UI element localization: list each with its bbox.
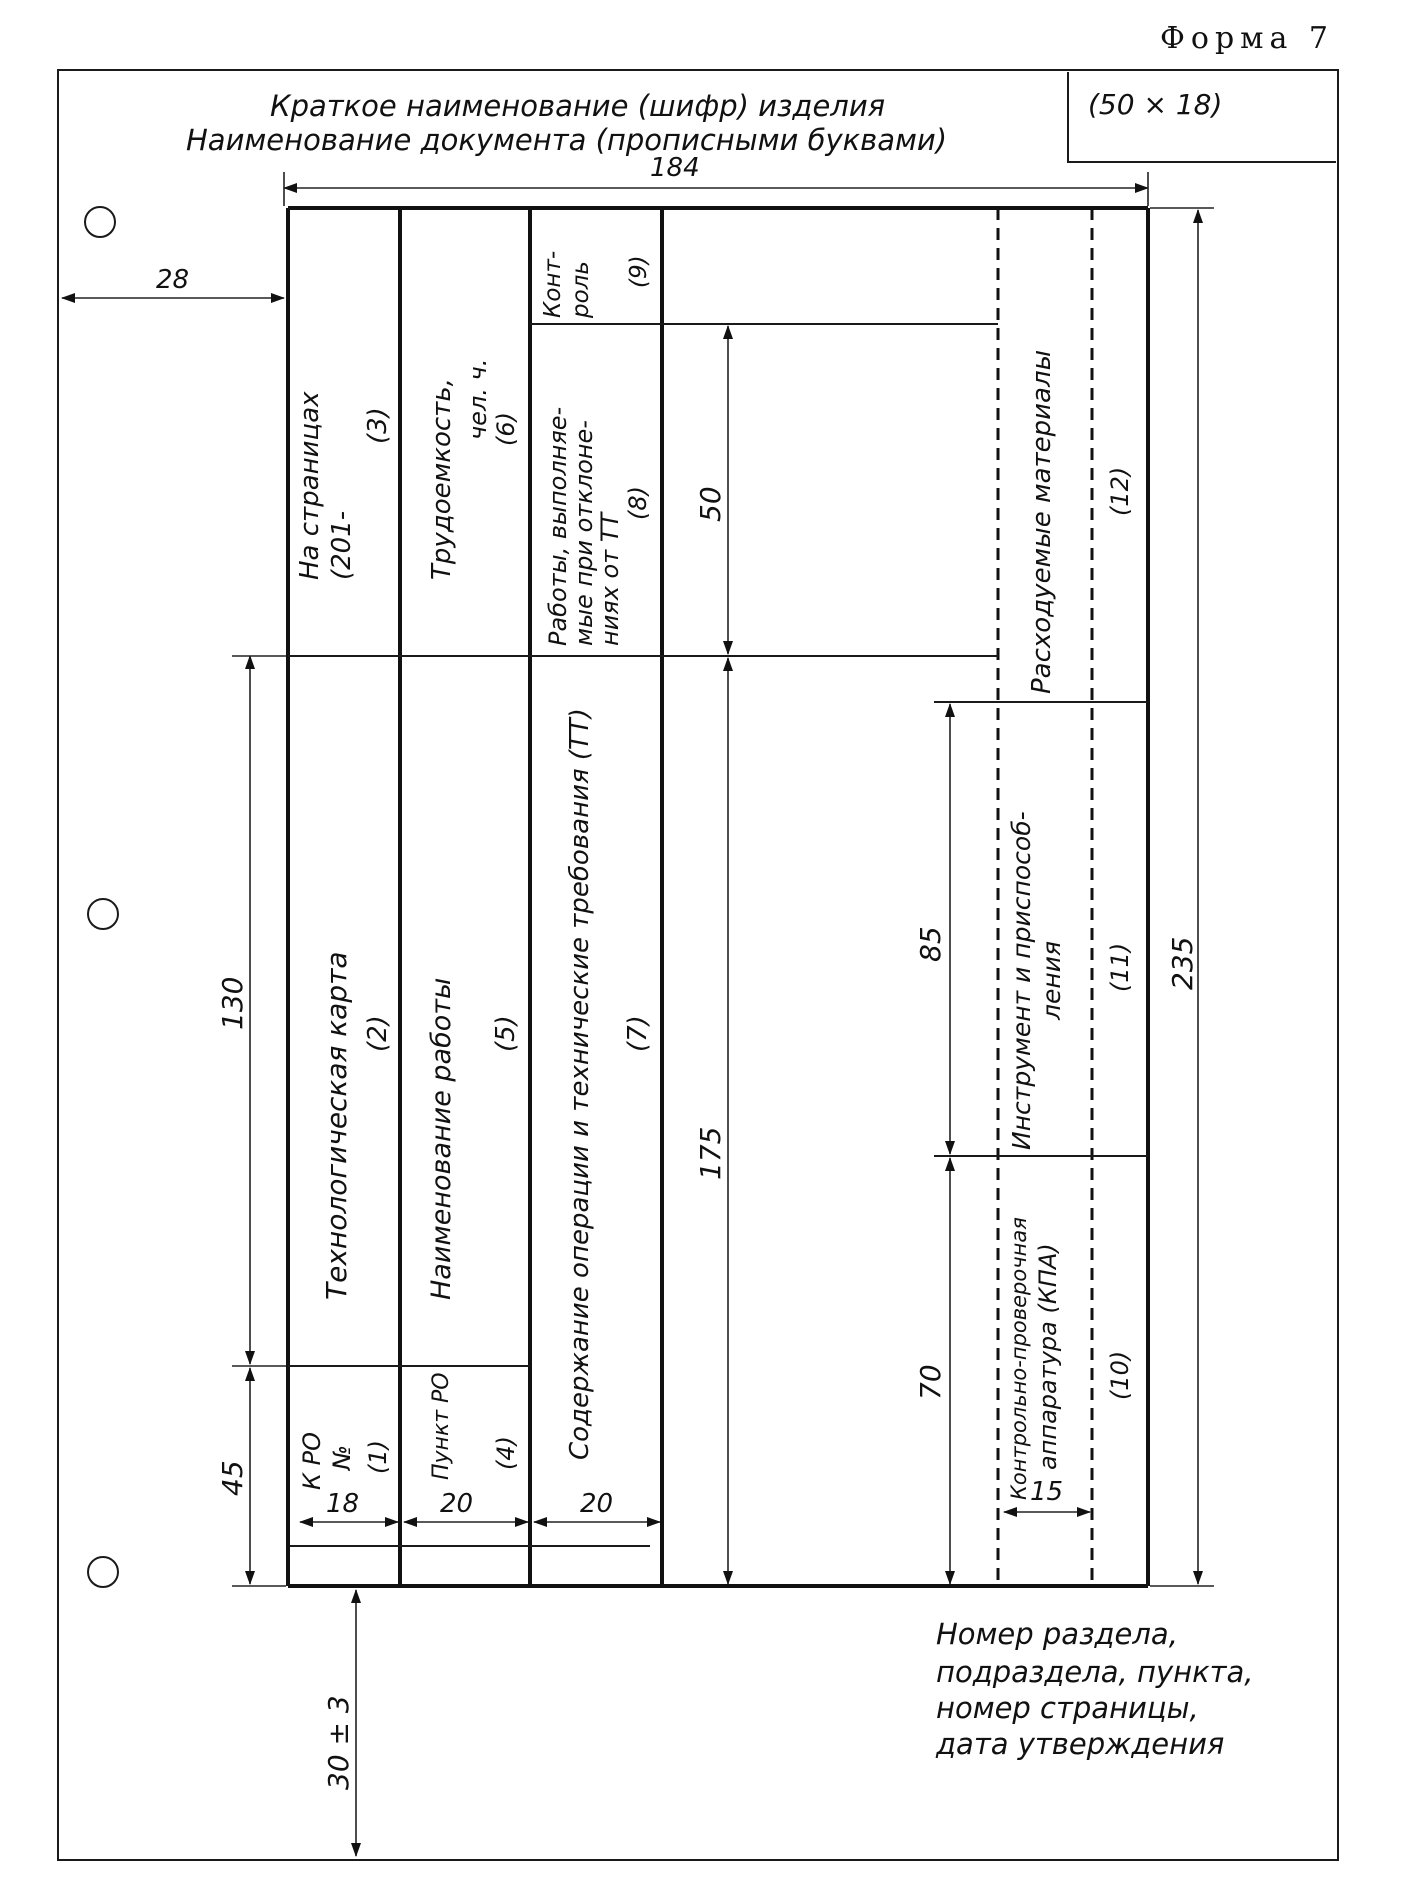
cell-6-title: Трудоемкость, [427, 378, 457, 580]
dim-w15-label: 15 [1030, 1477, 1063, 1507]
dim-h45-label: 45 [216, 1460, 249, 1496]
cell-5-title: Наименование работы [426, 978, 457, 1300]
form-label: Форма 7 [1160, 21, 1334, 56]
binding-hole [84, 206, 116, 238]
cell-11-line-2: ления [1037, 941, 1066, 1021]
cell-9-line-2: роль [568, 261, 594, 319]
footer-line-4: дата утверждения [935, 1727, 1224, 1761]
cell-7-index: (7) [623, 1015, 653, 1052]
dim-h50-label: 50 [694, 486, 727, 522]
cell-1-title: К РО [298, 1432, 326, 1490]
cell-8-index: (8) [624, 486, 652, 520]
cell-6-index: (6) [492, 412, 520, 446]
dim-bottom-margin-label: 30 ± 3 [322, 1695, 355, 1790]
cell-11-index: (11) [1106, 943, 1134, 992]
footer-line-3: номер страницы, [936, 1691, 1199, 1725]
dim-w20a-label: 20 [440, 1489, 473, 1519]
cell-1-index: (1) [364, 1440, 392, 1474]
dim-h70-label: 70 [914, 1364, 947, 1400]
cell-3-line: (201- [327, 511, 357, 580]
cell-8-line-3: ниях от ТТ [596, 510, 624, 646]
cell-10-line-2: аппаратура (КПА) [1034, 1243, 1062, 1470]
page-frame [57, 69, 1339, 1861]
cell-4-index: (4) [492, 1436, 520, 1470]
cell-6-unit: чел. ч. [464, 359, 492, 440]
cell-4-title: Пункт РО [429, 1372, 454, 1480]
dim-h235-label: 235 [1166, 937, 1199, 990]
stamp-box [1067, 72, 1336, 163]
header-line-2: Наименование документа (прописными буква… [186, 123, 947, 157]
cell-12-title: Расходуемые материалы [1027, 350, 1057, 694]
dim-w18-label: 18 [326, 1489, 359, 1519]
dim-h85-label: 85 [914, 926, 947, 962]
cell-12-index: (12) [1106, 467, 1134, 516]
cell-11-line-1: Инструмент и приспособ- [1007, 811, 1036, 1150]
footer-line-1: Номер раздела, [936, 1617, 1178, 1651]
cell-1-number: № [328, 1445, 356, 1472]
cell-2-index: (2) [363, 1015, 393, 1052]
cell-10-index: (10) [1106, 1351, 1134, 1400]
binding-hole [87, 1556, 119, 1588]
cell-9-line-1: Конт- [540, 251, 566, 318]
footer-line-2: подраздела, пункта, [936, 1655, 1253, 1689]
dim-h175-label: 175 [694, 1127, 727, 1180]
cell-5-index: (5) [491, 1015, 521, 1052]
dim-width-label: 184 [650, 153, 700, 183]
card-table [286, 206, 1150, 1588]
binding-hole [87, 898, 119, 930]
dim-left-margin-label: 28 [156, 265, 189, 295]
cell-8-line-1: Работы, выполняе- [544, 407, 572, 646]
cell-8-line-2: мые при отклоне- [570, 420, 598, 646]
dim-h130-label: 130 [216, 977, 249, 1030]
cell-2-title: Технологическая карта [320, 951, 353, 1300]
dim-w20b-label: 20 [580, 1489, 613, 1519]
cell-7-title: Содержание операции и технические требов… [565, 708, 595, 1460]
header-line-1: Краткое наименование (шифр) изделия [270, 89, 885, 123]
cell-9-index: (9) [626, 255, 652, 288]
cell-3-title: На страницах [295, 391, 325, 580]
stamp-size-label: (50 × 18) [1088, 88, 1222, 121]
cell-10-line-1: Контрольно-проверочная [1007, 1217, 1031, 1500]
cell-3-index: (3) [363, 407, 393, 444]
